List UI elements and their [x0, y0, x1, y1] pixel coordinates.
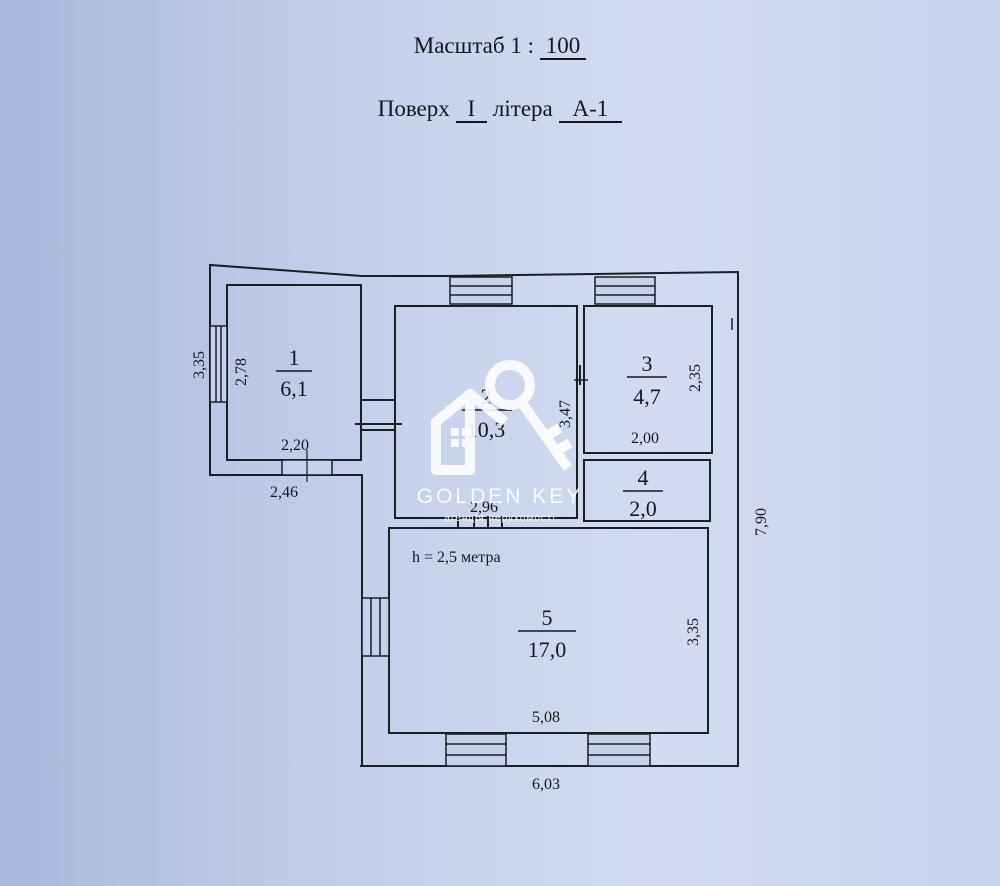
room-2-number: 2 [481, 384, 492, 409]
dim-room1-outer-width: 2,46 [270, 484, 298, 501]
dim-room5-width: 5,08 [532, 709, 560, 726]
room-5-number: 5 [542, 605, 553, 630]
house-key-logo-icon [431, 360, 573, 475]
window-bottom-1 [445, 733, 507, 767]
room-3-area: 4,7 [633, 384, 661, 409]
doors [355, 365, 588, 528]
window-top-1 [449, 276, 513, 305]
window-top-2 [594, 276, 656, 305]
dim-room3-width: 2,00 [631, 430, 659, 447]
dim-room2-height: 3,47 [557, 400, 574, 428]
room-4-number: 4 [638, 465, 649, 490]
door-room1-room2 [360, 399, 396, 431]
letter-value: А-1 [558, 97, 623, 123]
dim-total-height: 7,90 [753, 508, 770, 536]
floor-label: Поверх [377, 96, 450, 121]
letter-label: літера [492, 96, 553, 121]
room-1-number: 1 [289, 345, 300, 370]
ceiling-height: h = 2,5 метра [412, 549, 501, 566]
dim-room2-width: 2,96 [470, 499, 498, 516]
scale-value: 100 [539, 34, 587, 60]
watermark-brand: GOLDEN KEY [417, 485, 584, 508]
scale-line: Масштаб 1 : 100 [0, 33, 1000, 60]
room-1-area: 6,1 [280, 376, 308, 401]
windows [209, 276, 656, 767]
scale-label: Масштаб 1 : [413, 33, 534, 58]
floor-line: Поверх I літера А-1 [0, 96, 1000, 123]
room-4-area: 2,0 [629, 496, 657, 521]
window-left [209, 325, 228, 403]
room-4-walls [583, 459, 711, 522]
dim-room3-height: 2,35 [687, 364, 704, 392]
floor-value: I [455, 97, 488, 123]
dim-room1-inner-width: 2,20 [281, 437, 309, 454]
watermark-tagline: агенція нерухомості [444, 513, 555, 524]
room-3-number: 3 [642, 351, 653, 376]
window-room5-left [361, 597, 390, 657]
dim-room1-outer-height: 3,35 [191, 351, 208, 379]
window-bottom-2 [587, 733, 651, 767]
dim-room5-height: 3,35 [685, 618, 702, 646]
dim-total-width: 6,03 [532, 776, 560, 793]
room-5-area: 17,0 [528, 637, 567, 662]
dim-room1-inner-height: 2,78 [233, 358, 250, 386]
golden-key-watermark: GOLDEN KEY агенція нерухомості [417, 360, 584, 524]
